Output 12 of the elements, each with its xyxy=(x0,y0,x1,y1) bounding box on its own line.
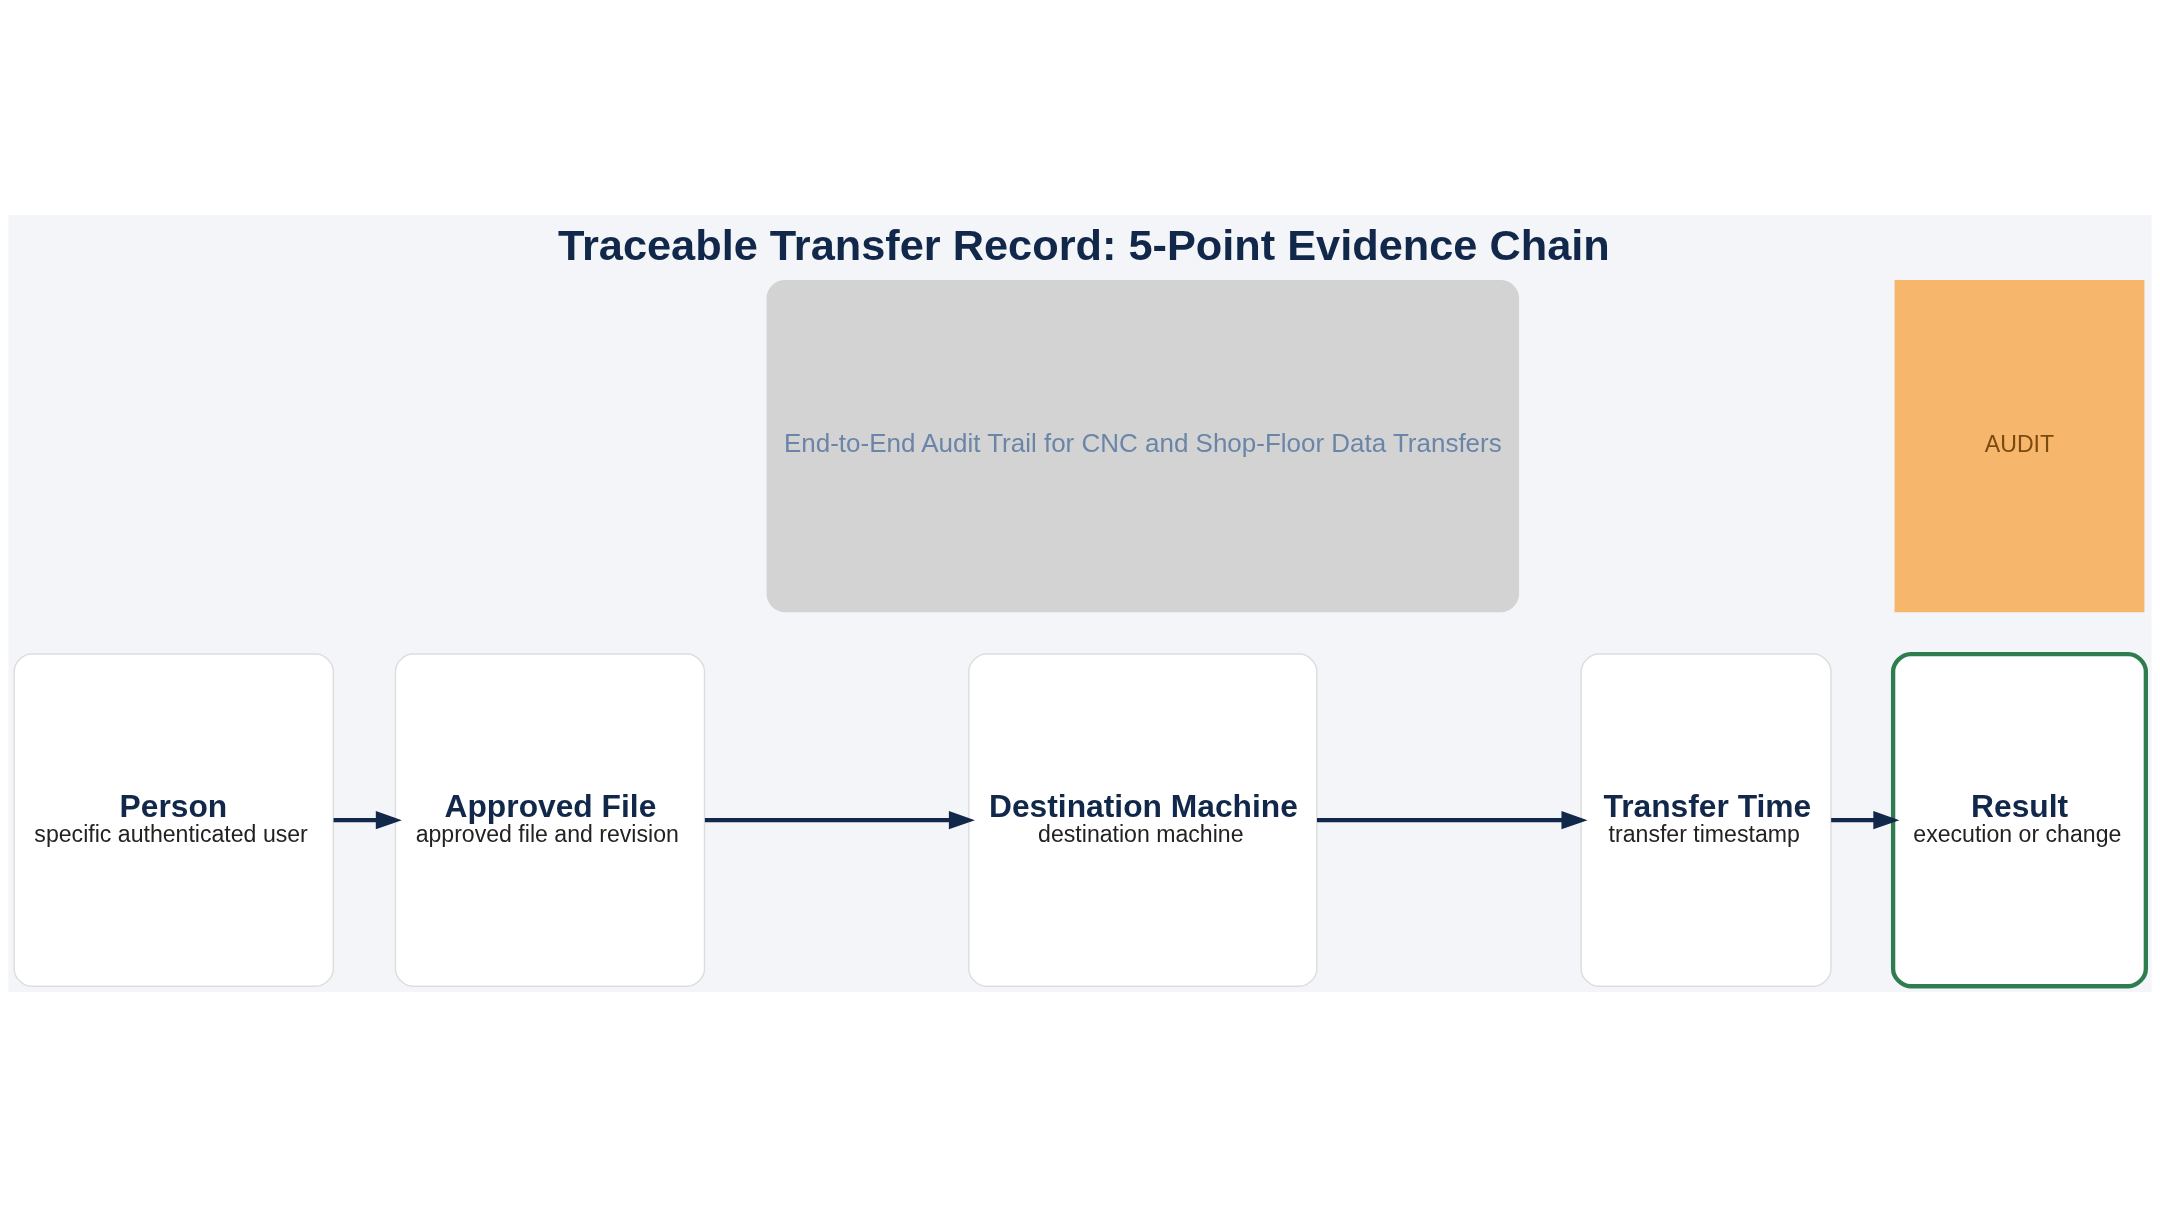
arrow xyxy=(333,810,402,829)
label: AUDIT xyxy=(1984,430,2055,457)
node-box: Destination Machine destination machine xyxy=(968,652,1318,987)
arrow xyxy=(704,810,975,829)
label: End-to-End Audit Trail for CNC and Shop-Floor Data Transfers xyxy=(783,427,1502,458)
arrow xyxy=(1316,810,1588,829)
node-box: Person specific authenticated user xyxy=(13,652,335,987)
node-box: Result execution or change xyxy=(1890,651,2148,988)
node-box: Approved File approved file and revision xyxy=(394,652,706,987)
node-box: Transfer Time transfer timestamp xyxy=(1580,652,1832,987)
diagram-title: Traceable Transfer Record: 5-Point Evidence Chain xyxy=(557,220,1610,269)
arrow xyxy=(1831,810,1900,829)
